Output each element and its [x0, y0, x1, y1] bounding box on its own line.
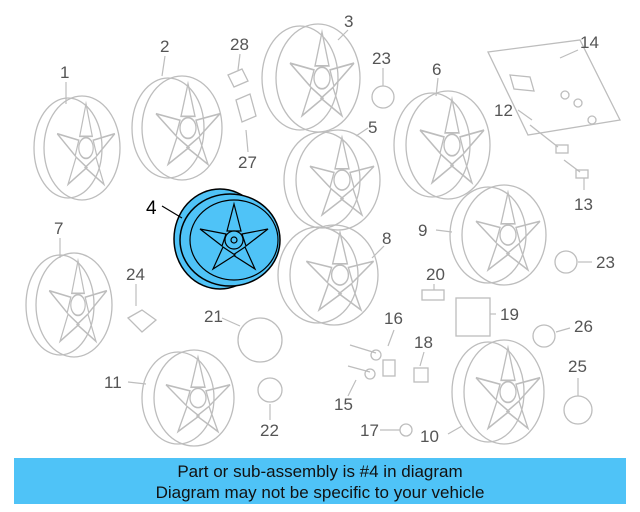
callout-5: 5 [368, 118, 377, 137]
callout-23a: 23 [372, 49, 391, 68]
callout-11: 11 [104, 373, 122, 392]
callout-2: 2 [160, 37, 169, 56]
callout-23b: 23 [596, 253, 615, 272]
wheel-5 [283, 129, 381, 231]
wheel-3 [261, 23, 361, 133]
callout-9: 9 [418, 221, 427, 240]
banner-line-1: Part or sub-assembly is #4 in diagram [177, 462, 463, 481]
callout-7: 7 [54, 219, 63, 238]
wheel-6 [393, 90, 491, 200]
leader-lines [59, 29, 592, 435]
callout-17: 17 [360, 421, 379, 440]
callout-18: 18 [414, 333, 433, 352]
small-parts [126, 39, 621, 437]
callout-16: 16 [384, 309, 403, 328]
callout-12: 12 [494, 101, 513, 120]
callout-1: 1 [60, 63, 69, 82]
callout-10: 10 [420, 427, 439, 446]
wheel-4-highlighted[interactable] [173, 188, 281, 290]
callout-13: 13 [574, 195, 593, 214]
wheel-10 [451, 339, 545, 445]
callout-28: 28 [230, 35, 249, 54]
callout-27: 27 [238, 153, 257, 172]
wheel-11 [141, 349, 235, 447]
callout-8: 8 [382, 229, 391, 248]
callout-21: 21 [204, 307, 223, 326]
info-banner: Part or sub-assembly is #4 in diagram Di… [14, 458, 626, 504]
callout-numbers: 1 2 3 4 5 6 7 8 9 10 11 12 13 14 15 16 1… [54, 12, 615, 446]
wheel-9 [449, 184, 547, 286]
callout-19: 19 [500, 305, 519, 324]
callout-3: 3 [344, 12, 353, 31]
wheel-8 [277, 224, 379, 326]
callout-4: 4 [146, 198, 157, 219]
callout-25: 25 [568, 357, 587, 376]
callout-15: 15 [334, 395, 353, 414]
callout-26: 26 [574, 317, 593, 336]
wheel-2 [131, 75, 223, 181]
wheel-1 [33, 95, 121, 201]
callout-20: 20 [426, 265, 445, 284]
callout-22: 22 [260, 421, 279, 440]
parts-diagram: 1 2 3 4 5 6 7 8 9 10 11 12 13 14 15 16 1… [25, 12, 621, 447]
callout-6: 6 [432, 60, 441, 79]
wheel-7 [25, 252, 113, 358]
banner-line-2: Diagram may not be specific to your vehi… [155, 483, 485, 502]
callout-24: 24 [126, 265, 145, 284]
callout-14: 14 [580, 33, 599, 52]
